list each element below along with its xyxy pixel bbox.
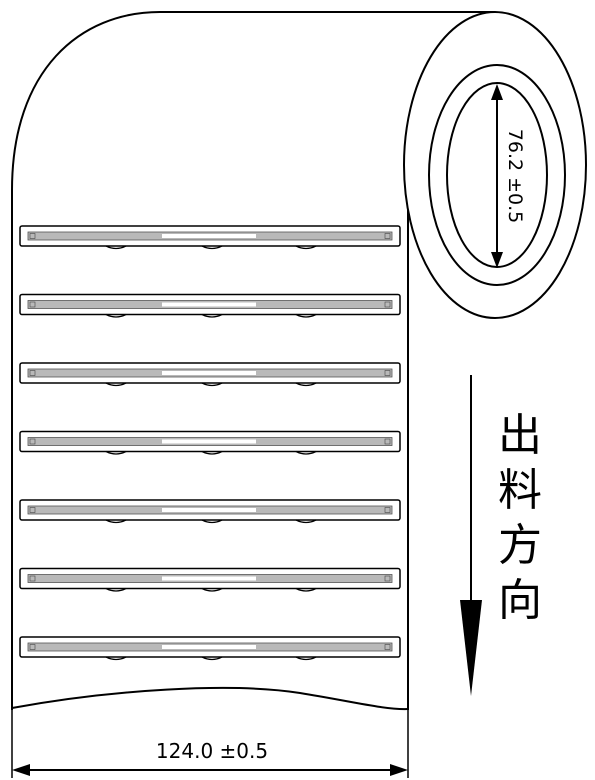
roll-top-curve [11,11,495,191]
label-notch [201,313,223,318]
feed-char-4: 向 [498,575,542,626]
label-notch [105,587,127,592]
width-dimension: 124.0 ±0.5 [11,710,409,778]
label-notch [201,382,223,387]
rfid-label [19,499,401,524]
roll-end [403,11,587,319]
antenna-end-right [384,575,391,582]
label-notch [295,587,317,592]
feed-char-1: 出 [498,410,542,461]
antenna-end-right [384,644,391,650]
antenna-end-right [384,438,391,445]
label-notch [105,519,127,524]
roll-outline [11,11,495,710]
label-notch [105,245,127,250]
feed-direction-arrow [460,375,482,696]
antenna-end-right [384,301,391,308]
antenna-end-left [29,438,36,445]
antenna-end-left [29,507,36,513]
rfid-label [19,362,401,387]
core-arrow-top [491,84,503,100]
labels-group [19,225,401,661]
antenna-end-right [384,370,391,376]
width-arrow-left [12,764,30,776]
label-notch [295,313,317,318]
antenna-end-left [29,370,36,376]
core-diameter-dimension: 76.2 ±0.5 [491,84,526,268]
rfid-label [19,567,401,592]
label-notch [105,382,127,387]
label-notch [295,450,317,455]
antenna-end-right [384,233,391,239]
label-notch [201,245,223,250]
label-notch [295,656,317,661]
rfid-label [19,293,401,318]
width-label: 124.0 ±0.5 [156,739,268,763]
chip-inlay [162,371,256,375]
label-notch [295,382,317,387]
label-notch [201,519,223,524]
core-arrow-bottom [491,252,503,268]
label-notch [201,587,223,592]
antenna-end-left [29,644,36,650]
label-notch [105,450,127,455]
core-diameter-label: 76.2 ±0.5 [504,129,526,223]
roll-bottom-wave [11,687,409,711]
antenna-end-left [29,301,36,308]
chip-inlay [162,234,256,238]
label-notch [105,313,127,318]
chip-inlay [162,302,256,307]
chip-inlay [162,645,256,649]
antenna-end-left [29,233,36,239]
width-arrow-right [390,764,408,776]
antenna-end-left [29,575,36,582]
label-notch [295,245,317,250]
chip-inlay [162,576,256,581]
label-notch [201,450,223,455]
rfid-label [19,430,401,455]
rfid-label [19,636,401,661]
feed-arrow-head [460,600,482,696]
chip-inlay [162,508,256,512]
label-notch [295,519,317,524]
label-notch [105,656,127,661]
antenna-end-right [384,507,391,513]
label-notch [201,656,223,661]
feed-direction-text: 出 料 方 向 [498,410,542,626]
rfid-label [19,225,401,250]
chip-inlay [162,439,256,444]
feed-char-2: 料 [498,465,542,516]
feed-char-3: 方 [498,520,542,571]
